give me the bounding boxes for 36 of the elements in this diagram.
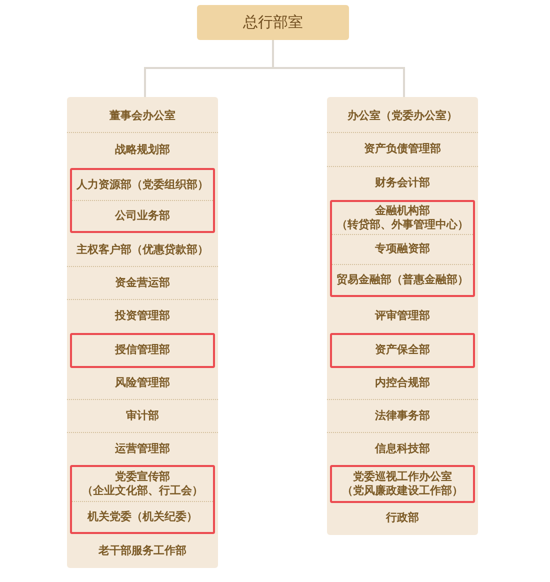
head-office-box <box>197 5 349 40</box>
department-name: 资金营运部 <box>115 276 170 290</box>
department-name: 老干部服务工作部 <box>98 544 186 559</box>
department-name: 战略规划部 <box>115 142 170 158</box>
department-name: 总行部室 <box>243 13 303 32</box>
department-name: 内控合规部 <box>375 376 430 390</box>
highlight-frame <box>330 200 475 297</box>
department-name: 授信管理部 <box>115 343 170 358</box>
department-name: 董事会办公室 <box>110 108 176 124</box>
department-name: 评审管理部 <box>375 309 430 324</box>
department-name: 金融机构部（转贷部、外事管理中心） <box>336 204 468 232</box>
department-name: 党委巡视工作办公室（党风廉政建设工作部） <box>342 470 463 498</box>
department-name: 资产负债管理部 <box>364 142 441 157</box>
connector-line <box>272 40 405 97</box>
highlight-frame <box>70 168 215 233</box>
department-name: 风险管理部 <box>115 376 170 390</box>
department-name: 机关党委（机关纪委） <box>88 510 198 524</box>
department-name: 党委宣传部（企业文化部、行工会） <box>82 470 203 498</box>
department-name: 信息科技部 <box>375 442 430 457</box>
department-name: 办公室（党委办公室） <box>348 108 458 124</box>
highlight-frame <box>70 465 215 534</box>
department-name: 资产保全部 <box>375 343 430 358</box>
department-name: 公司业务部 <box>115 208 170 224</box>
department-name: 人力资源部（党委组织部） <box>76 178 208 192</box>
department-name: 行政部 <box>386 511 419 526</box>
department-name: 法律事务部 <box>375 408 430 424</box>
department-name: 专项融资部 <box>375 242 430 257</box>
department-name: 主权客户部（优惠贷款部） <box>76 242 208 258</box>
department-row <box>332 202 473 235</box>
department-panel <box>327 97 478 535</box>
department-name: 审计部 <box>126 408 159 424</box>
department-name: 财务会计部 <box>375 176 430 191</box>
department-panel <box>67 97 218 568</box>
department-name: 贸易金融部（普惠金融部） <box>336 272 468 288</box>
department-name: 运营管理部 <box>115 442 170 457</box>
department-name: 投资管理部 <box>115 309 170 324</box>
